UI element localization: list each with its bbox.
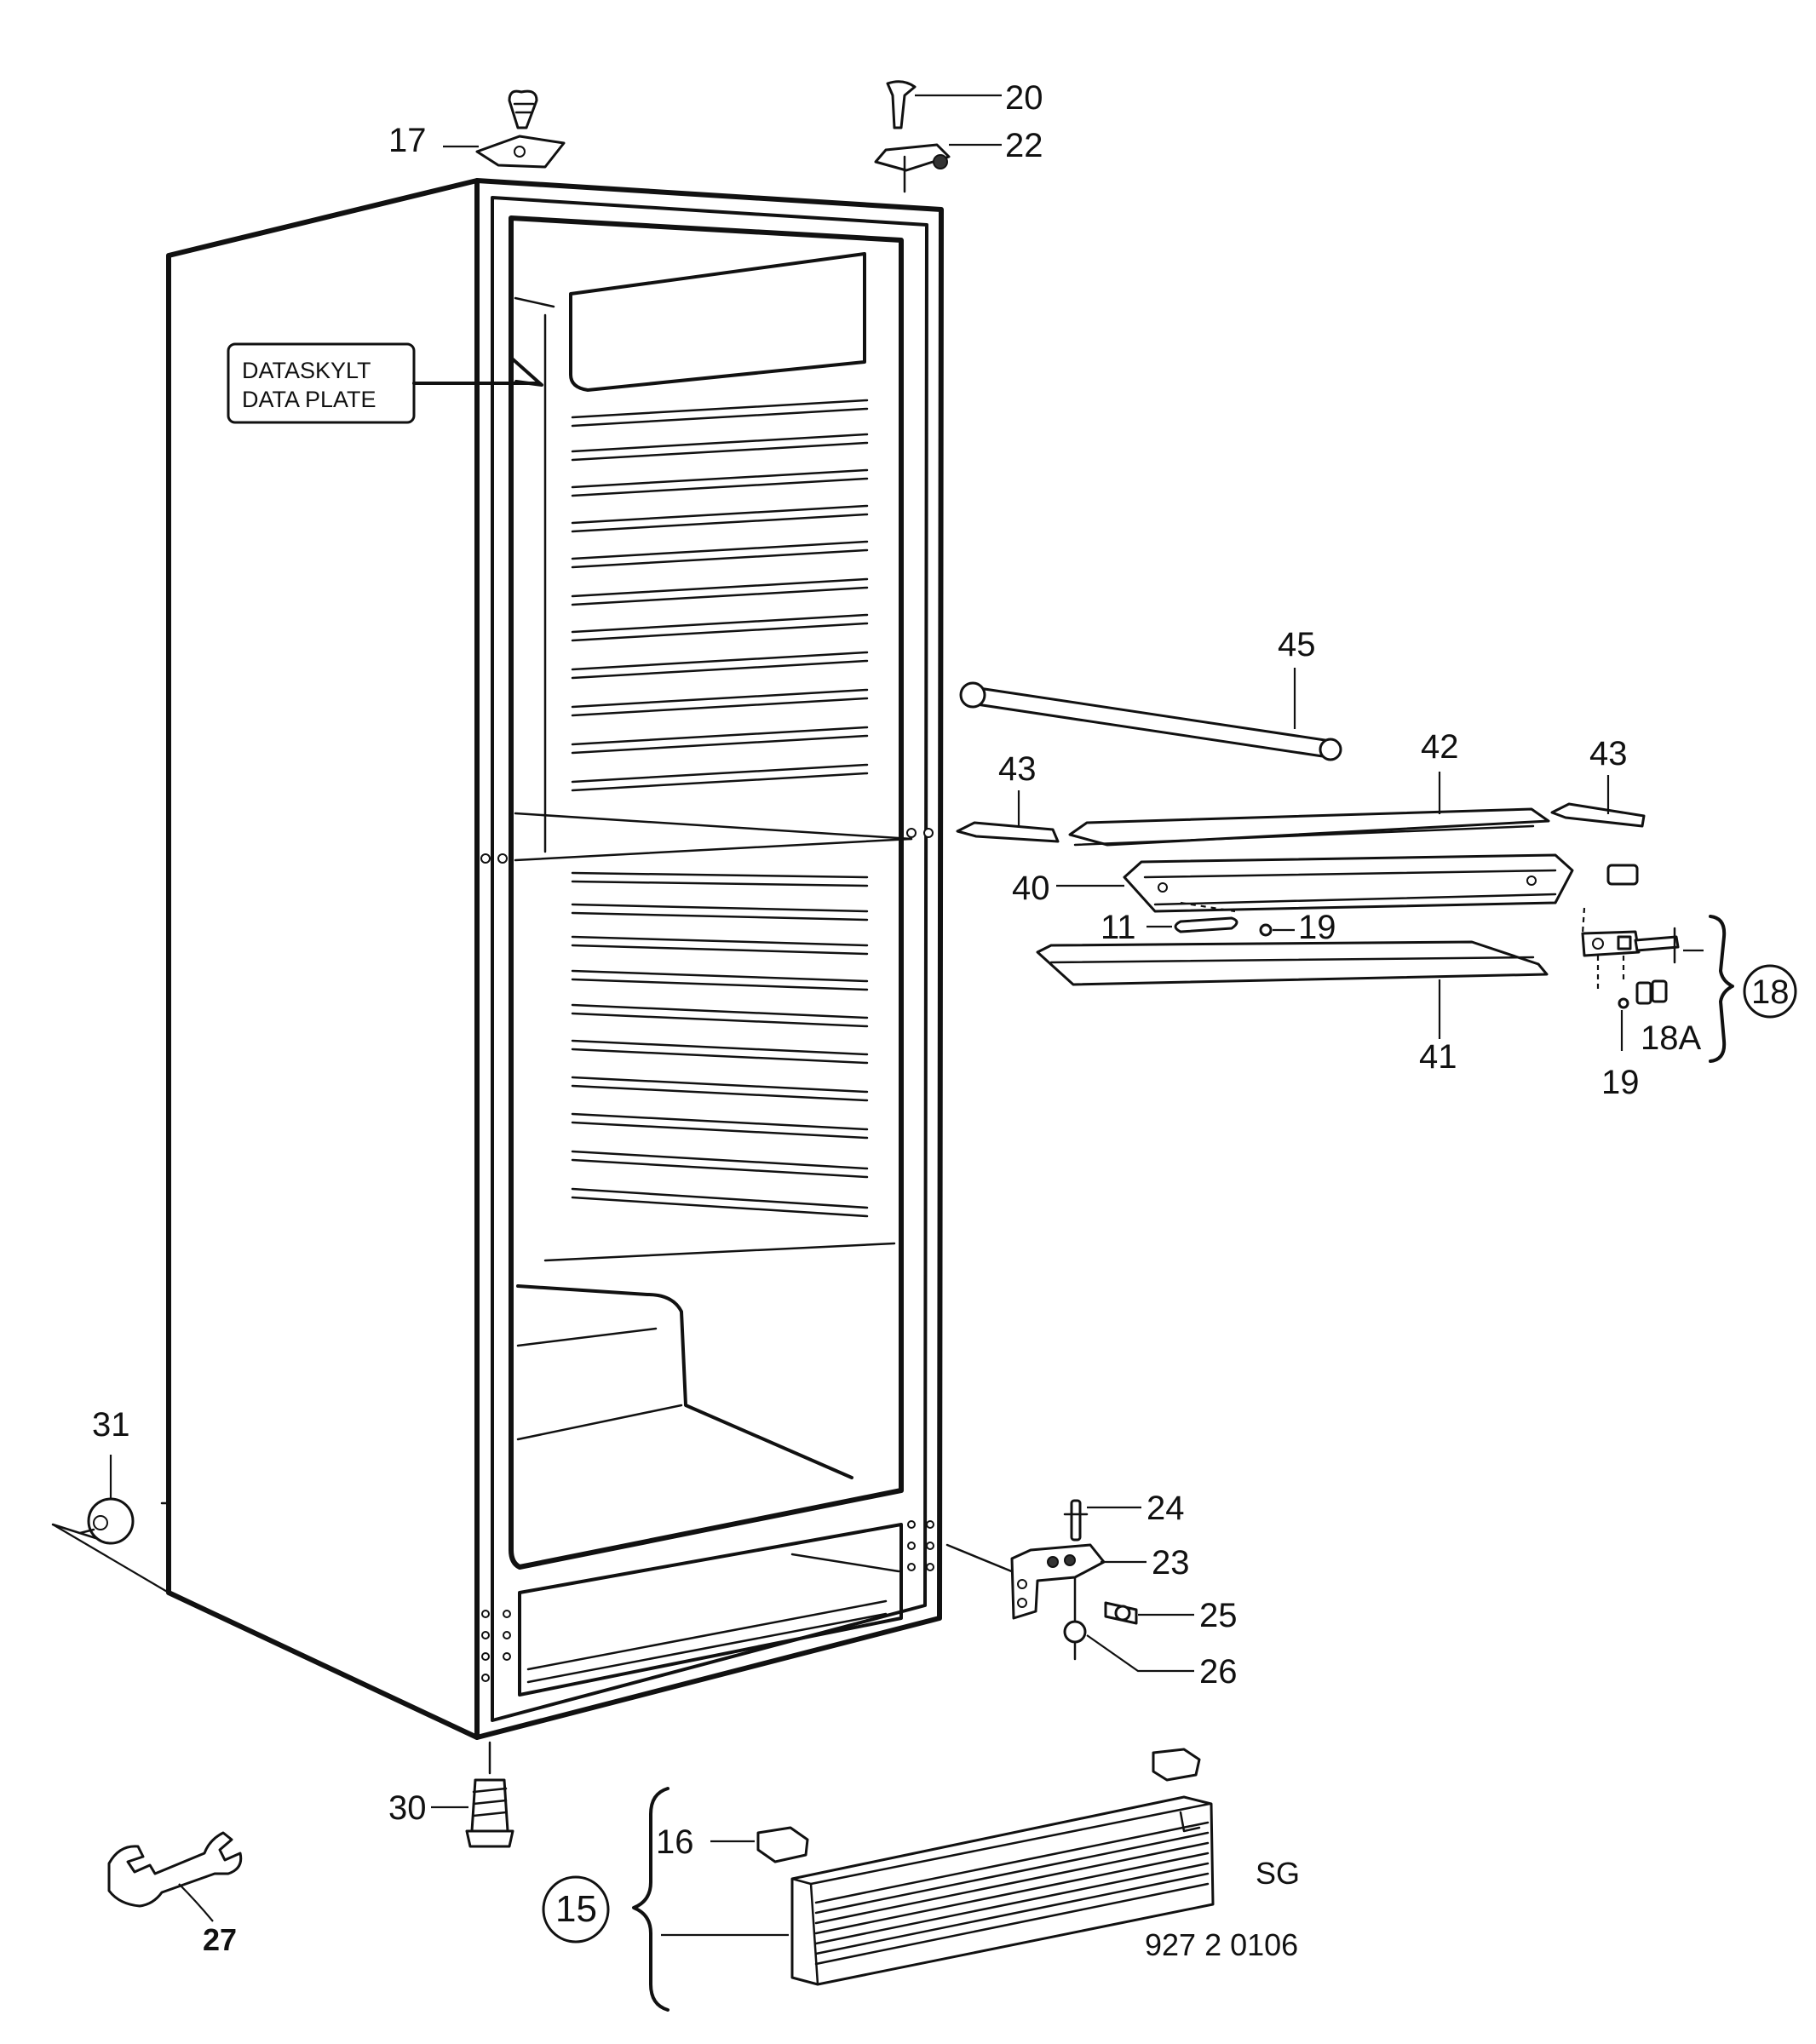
callout-20: 20	[1005, 79, 1043, 117]
callout-31: 31	[92, 1406, 130, 1444]
callout-18: 18	[1751, 973, 1790, 1011]
shelf-rails	[571, 399, 869, 1218]
callout-42: 42	[1421, 728, 1459, 766]
drawing-code: 927 2 0106	[1145, 1927, 1298, 1962]
top-hardware	[443, 80, 1002, 193]
callout-41: 41	[1419, 1038, 1457, 1076]
kick-plate	[542, 1748, 1215, 2012]
callout-labels: 17 20 22 45 42 43 43 40 11 19 18 18A 41 …	[92, 79, 1790, 1957]
callout-19-lower: 19	[1601, 1064, 1640, 1101]
data-plate-line2: DATA PLATE	[242, 387, 376, 412]
callout-43-right: 43	[1589, 735, 1628, 772]
callout-24: 24	[1146, 1490, 1185, 1527]
callout-40: 40	[1012, 870, 1050, 907]
callout-SG: SG	[1256, 1856, 1300, 1891]
callout-17: 17	[388, 122, 427, 159]
callout-22: 22	[1005, 127, 1043, 164]
callout-27: 27	[203, 1922, 237, 1957]
callout-18-circle	[1743, 964, 1797, 1019]
callout-18A: 18A	[1641, 1019, 1701, 1057]
callout-16: 16	[656, 1823, 694, 1861]
callout-23: 23	[1152, 1544, 1190, 1582]
lower-hinge	[945, 1499, 1194, 1673]
callout-30: 30	[388, 1789, 427, 1827]
callout-19-upper: 19	[1298, 909, 1336, 946]
callout-43-left: 43	[998, 750, 1037, 788]
callout-26: 26	[1199, 1653, 1238, 1691]
callout-45: 45	[1278, 626, 1316, 663]
callout-25: 25	[1199, 1597, 1238, 1634]
shelf-assembly	[956, 668, 1734, 1063]
callout-11: 11	[1101, 909, 1136, 946]
cabinet	[51, 178, 944, 1740]
callout-15: 15	[555, 1888, 597, 1930]
data-plate: DATASKYLT DATA PLATE	[227, 342, 543, 424]
feet-and-tools	[78, 1455, 514, 1922]
data-plate-line1: DATASKYLT	[242, 358, 371, 383]
